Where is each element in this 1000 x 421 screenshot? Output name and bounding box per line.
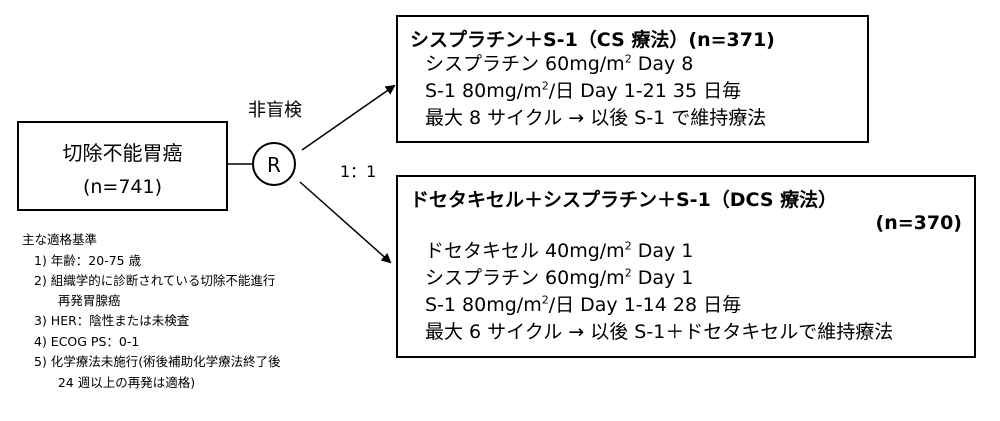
population-box: 切除不能胃癌 (n=741) (17, 121, 228, 211)
cs-arm-box: シスプラチン＋S-1（CS 療法）(n=371) シスプラチン 60mg/m2 … (396, 15, 869, 143)
dcs-arm-title: ドセタキセル＋シスプラチン＋S-1（DCS 療法） (410, 189, 838, 211)
arrow-to-dcs-arm (299, 181, 392, 264)
criteria-item: 4) ECOG PS：0-1 (34, 334, 140, 349)
dcs-line: ドセタキセル 40mg/m2 Day 1 (425, 239, 694, 262)
dcs-line: S-1 80mg/m2/日 Day 1-14 28 日毎 (425, 293, 742, 316)
randomization-node: R (252, 142, 296, 186)
dcs-line: シスプラチン 60mg/m2 Day 1 (425, 266, 694, 289)
cs-line: S-1 80mg/m2/日 Day 1-21 35 日毎 (425, 79, 742, 102)
criteria-item: 3) HER：陰性または未検査 (34, 313, 190, 328)
population-n: (n=741) (82, 176, 163, 198)
criteria-item: 24 週以上の再発は適格) (34, 375, 196, 390)
criteria-item: 1) 年齢：20-75 歳 (34, 253, 142, 268)
criteria-item: 5) 化学療法未施行(術後補助化学療法終了後 (34, 354, 281, 369)
dcs-line: 最大 6 サイクル → 以後 S-1＋ドセタキセルで維持療法 (425, 321, 894, 343)
criteria-item: 再発胃腺癌 (34, 293, 121, 308)
cs-arm-title: シスプラチン＋S-1（CS 療法）(n=371) (410, 29, 775, 51)
randomization-symbol: R (267, 153, 281, 177)
blinding-label: 非盲検 (248, 100, 302, 121)
cs-line: 最大 8 サイクル → 以後 S-1 で維持療法 (425, 107, 767, 129)
allocation-ratio: 1：1 (340, 162, 377, 181)
cs-line: シスプラチン 60mg/m2 Day 8 (425, 52, 694, 75)
criteria-item: 2) 組織学的に診断されている切除不能進行 (34, 273, 276, 288)
criteria-title: 主な適格基準 (22, 232, 98, 247)
dcs-arm-box: ドセタキセル＋シスプラチン＋S-1（DCS 療法） (n=370) ドセタキセル… (396, 175, 976, 358)
arrow-to-cs-arm (301, 84, 396, 151)
dcs-arm-n: (n=370) (875, 212, 962, 234)
population-title: 切除不能胃癌 (62, 141, 183, 165)
